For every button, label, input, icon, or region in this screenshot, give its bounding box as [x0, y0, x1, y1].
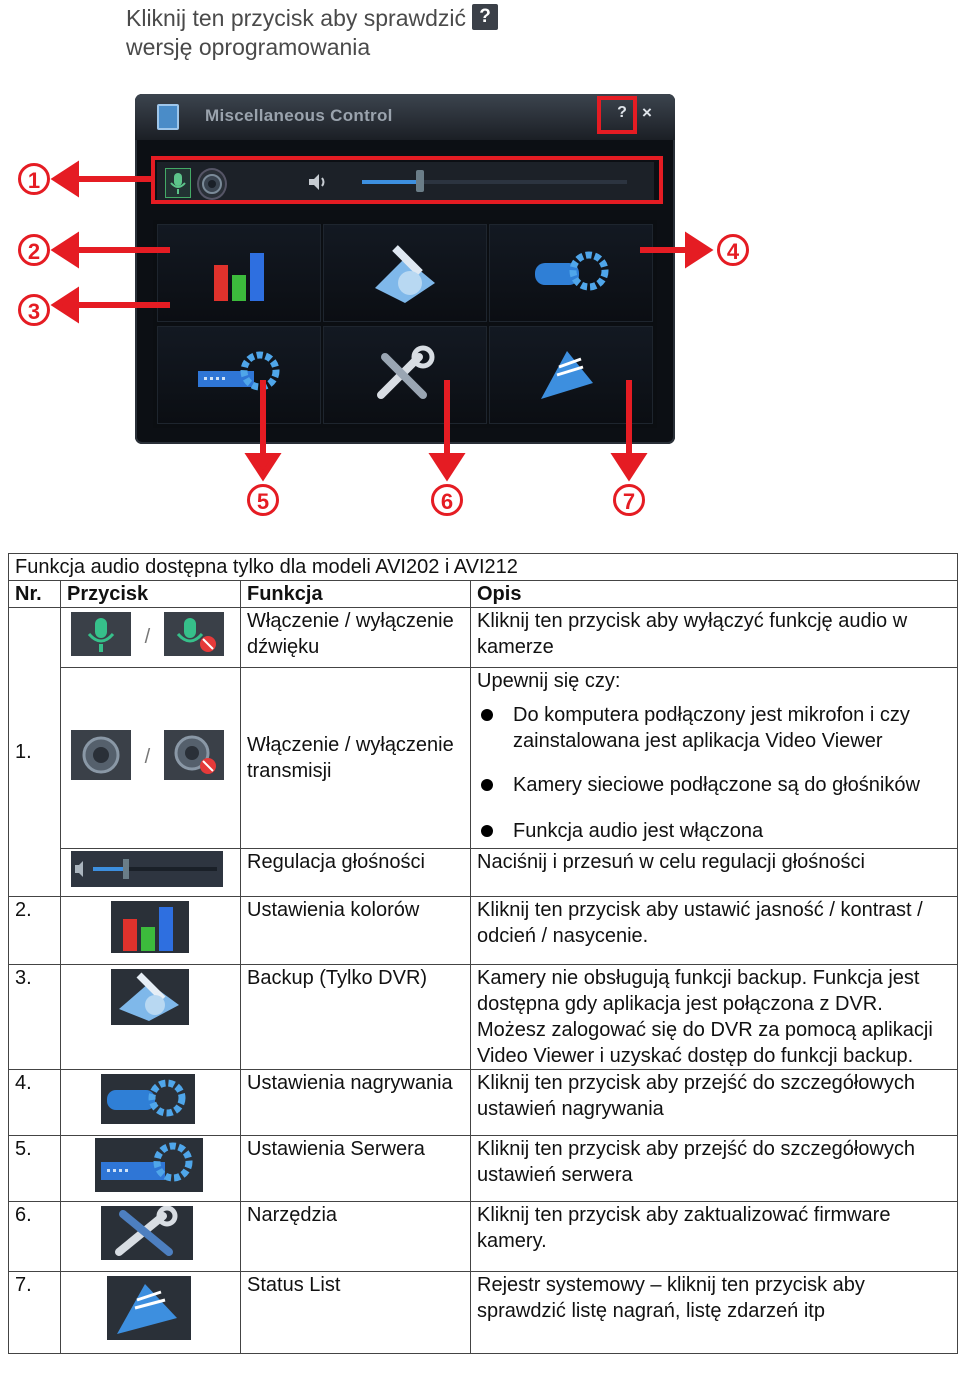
table-row: / [60, 667, 241, 849]
requirement-list: Do komputera podłączony jest mikrofon i … [477, 702, 951, 844]
tools-icon [377, 345, 435, 399]
color-bars-icon [214, 253, 264, 301]
desc-backup: Kamery nie obsługują funkcji backup. Fun… [470, 964, 958, 1070]
status-list-button[interactable] [489, 326, 653, 424]
fn-colors: Ustawienia kolorów [240, 896, 471, 965]
misc-control-window: Miscellaneous Control ? × [135, 94, 675, 444]
fn-audio-toggle: Włączenie / wyłączenie dźwięku [240, 607, 471, 668]
control-bar-highlight [151, 156, 663, 204]
list-item: Do komputera podłączony jest mikrofon i … [477, 702, 951, 754]
tools-button[interactable] [323, 326, 487, 424]
backup-button[interactable] [323, 224, 487, 322]
server-settings-icon [198, 351, 280, 391]
header-description: Opis [470, 580, 958, 608]
desc-audio-toggle: Kliknij ten przycisk aby wyłączyć funkcj… [470, 607, 958, 668]
caption-line2: wersję oprogramowania [126, 34, 371, 60]
fn-volume: Regulacja głośności [240, 848, 471, 897]
slash: / [144, 625, 151, 648]
row-7-nr: 7. [8, 1271, 61, 1354]
marker-7: 7 [613, 484, 645, 516]
window-title: Miscellaneous Control [205, 106, 393, 125]
fn-record: Ustawienia nagrywania [240, 1069, 471, 1136]
marker-4: 4 [717, 234, 749, 266]
record-settings-icon [101, 1074, 195, 1131]
header-function: Funkcja [240, 580, 471, 608]
mic-on-icon [71, 612, 131, 663]
desc-record: Kliknij ten przycisk aby przejść do szcz… [470, 1069, 958, 1136]
fn-backup: Backup (Tylko DVR) [240, 964, 471, 1070]
speaker-off-icon [163, 729, 224, 787]
table-note: Funkcja audio dostępna tylko dla modeli … [8, 553, 958, 581]
table-row [60, 896, 241, 965]
desc-server: Kliknij ten przycisk aby przejść do szcz… [470, 1135, 958, 1202]
backup-icon [375, 245, 435, 303]
close-button[interactable]: × [642, 103, 652, 122]
mic-off-icon [163, 612, 224, 663]
row-1-nr: 1. [8, 607, 61, 897]
fn-tools: Narzędzia [240, 1201, 471, 1272]
row-2-nr: 2. [8, 896, 61, 965]
volume-icon [309, 174, 325, 190]
help-button[interactable]: ? [617, 104, 627, 121]
volume-slider-handle[interactable] [416, 170, 425, 192]
help-highlight [597, 96, 637, 134]
document-icon [157, 104, 179, 130]
desc-transmission: Upewnij się czy: Do komputera podłączony… [470, 667, 958, 849]
help-icon: ? [472, 4, 499, 30]
function-grid [153, 220, 657, 428]
header-button: Przycisk [60, 580, 241, 608]
row-3-nr: 3. [8, 964, 61, 1070]
marker-3: 3 [18, 294, 50, 326]
marker-6: 6 [431, 484, 463, 516]
desc-colors: Kliknij ten przycisk aby ustawić jasność… [470, 896, 958, 965]
row-4-nr: 4. [8, 1069, 61, 1136]
server-settings-button[interactable] [157, 326, 321, 424]
marker-2: 2 [18, 234, 50, 266]
backup-icon [111, 969, 189, 1032]
record-settings-icon [535, 251, 609, 291]
volume-slider-track[interactable] [362, 180, 627, 184]
marker-1: 1 [18, 163, 50, 195]
list-item: Funkcja audio jest włączona [477, 818, 951, 844]
desc-status: Rejestr systemowy – kliknij ten przycisk… [470, 1271, 958, 1354]
fn-server: Ustawienia Serwera [240, 1135, 471, 1202]
desc-tools: Kliknij ten przycisk aby zaktualizować f… [470, 1201, 958, 1272]
slash: / [144, 746, 151, 769]
volume-slider-icon [71, 851, 223, 894]
status-list-icon [107, 1276, 191, 1347]
tools-icon [101, 1205, 193, 1267]
table-row [60, 1201, 241, 1272]
status-list-icon [541, 351, 593, 399]
desc-volume: Naciśnij i przesuń w celu regulacji głoś… [470, 848, 958, 897]
table-row: / [60, 607, 241, 668]
color-settings-button[interactable] [157, 224, 321, 322]
row-6-nr: 6. [8, 1201, 61, 1272]
caption-line1: Kliknij ten przycisk aby sprawdzić [126, 5, 467, 31]
table-row [60, 848, 241, 897]
callout-arrows [50, 160, 714, 482]
color-bars-icon [111, 901, 189, 960]
table-row [60, 1271, 241, 1354]
table-row [60, 1069, 241, 1136]
marker-5: 5 [247, 484, 279, 516]
server-settings-icon [95, 1138, 203, 1199]
table-row [60, 964, 241, 1070]
record-settings-button[interactable] [489, 224, 653, 322]
table-row [60, 1135, 241, 1202]
speaker-icon[interactable] [197, 168, 227, 200]
desc-lead: Upewnij się czy: [477, 670, 621, 692]
function-table: Funkcja audio dostępna tylko dla modeli … [8, 553, 958, 1354]
list-item: Kamery sieciowe podłączone są do głośnik… [477, 772, 951, 798]
header-nr: Nr. [8, 580, 61, 608]
volume-slider-fill [362, 180, 421, 184]
row-5-nr: 5. [8, 1135, 61, 1202]
speaker-on-icon [71, 729, 131, 787]
version-caption: Kliknij ten przycisk aby sprawdzić? wers… [126, 4, 499, 62]
fn-status: Status List [240, 1271, 471, 1354]
title-bar: Miscellaneous Control ? × [135, 94, 675, 140]
audio-control-bar [157, 162, 654, 202]
microphone-icon[interactable] [165, 168, 191, 198]
fn-transmission: Włączenie / wyłączenie transmisji [240, 667, 471, 849]
